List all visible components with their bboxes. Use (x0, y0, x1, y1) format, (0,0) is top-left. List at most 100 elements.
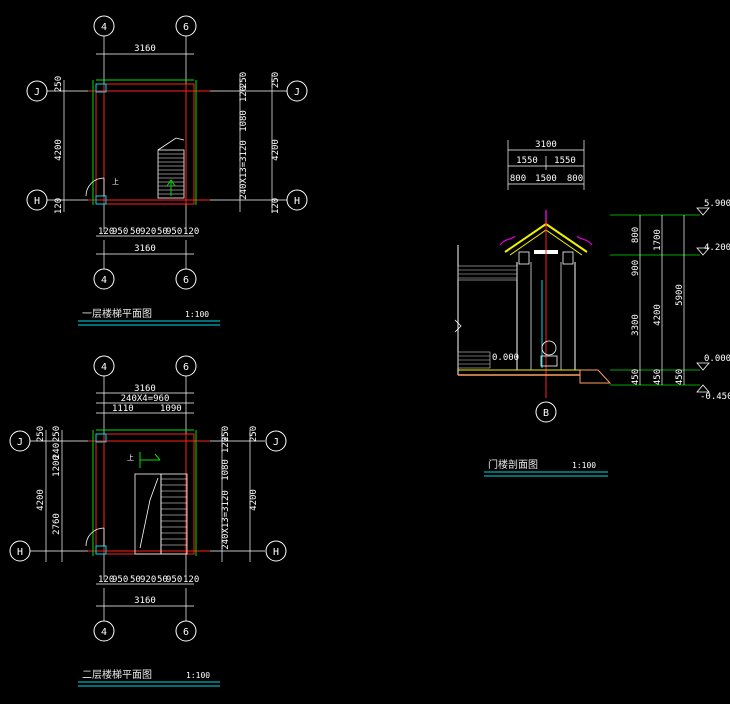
section-level-4200: 4.200 (696, 243, 730, 256)
section-top-seg2: 1500 (535, 174, 557, 184)
section-dim-c3-1: 450 (675, 369, 685, 385)
section: 3100 1550 1550 800 1500 800 (454, 140, 730, 477)
plan2-scale: 1:100 (186, 671, 210, 680)
axis-label: H (17, 547, 23, 558)
axis-label: 6 (183, 22, 189, 33)
plan1-right-top2: 250 (271, 72, 281, 88)
axis-label: 4 (101, 22, 107, 33)
plan2-bd7: 120 (183, 575, 199, 585)
axis-label: H (273, 547, 279, 558)
plan2-title: 二层楼梯平面图 (82, 668, 152, 681)
section-scale: 1:100 (572, 461, 596, 470)
section-title: 门楼剖面图 (488, 458, 538, 471)
plan2-right-top2: 250 (249, 426, 259, 442)
plan1-up-mark: 上 (112, 177, 119, 186)
plan1-title: 一层楼梯平面图 (82, 307, 152, 320)
axis-label: J (294, 87, 300, 98)
plan1-right-c: 240X13=3120 (239, 140, 249, 200)
plan2-right-c: 240X13=3120 (221, 490, 231, 550)
plan2-bd5: 50 (157, 575, 168, 585)
section-top-total: 3100 (535, 140, 557, 150)
plan2-bd6: 950 (166, 575, 182, 585)
axis-label: 4 (101, 627, 107, 638)
plan1-bd6: 950 (166, 227, 182, 237)
plan1-scale: 1:100 (185, 310, 209, 319)
svg-text:5.900: 5.900 (704, 199, 730, 209)
plan2-bd4: 920 (140, 575, 156, 585)
plan2-axis-right-H: H (265, 540, 287, 562)
plan1-axis-bottom-4: 4 (93, 240, 115, 290)
section-top-half-left: 1550 (516, 156, 538, 166)
plan2-bd3: 50 (130, 575, 141, 585)
axis-label: 4 (101, 275, 107, 286)
plan1-bd4: 920 (140, 227, 156, 237)
plan2-top-left: 1110 (112, 404, 134, 414)
section-top-seg3: 800 (567, 174, 583, 184)
svg-text:0.000: 0.000 (704, 354, 730, 364)
section-axis-B: B (543, 408, 549, 419)
plan1-bd5: 50 (157, 227, 168, 237)
plan2: 4 6 3160 240X4=960 1110 1090 J H J (9, 355, 287, 687)
section-dim-c2-2: 450 (653, 369, 663, 385)
plan2-left-total: 4200 (36, 489, 46, 511)
plan1: 4 6 3160 J H J H (26, 15, 308, 326)
plan2-top-split: 240X4=960 (121, 394, 170, 404)
plan2-top-right: 1090 (160, 404, 182, 414)
section-top-half-right: 1550 (554, 156, 576, 166)
plan1-bd3: 50 (130, 227, 141, 237)
plan1-right-a: 120 (239, 86, 249, 102)
section-dim-c2-1: 4200 (653, 304, 663, 326)
section-dim-c1-1: 900 (631, 260, 641, 276)
axis-label: J (34, 87, 40, 98)
plan2-bd2: 950 (112, 575, 128, 585)
plan1-left-total: 4200 (54, 139, 64, 161)
section-dim-c2-0: 1700 (653, 229, 663, 251)
plan1-right-b: 1080 (239, 110, 249, 132)
plan1-right-bottom: 120 (271, 198, 281, 214)
plan1-bd1: 120 (98, 227, 114, 237)
section-dim-c3-0: 5900 (675, 284, 685, 306)
axis-label: 6 (183, 362, 189, 373)
plan2-bd1: 120 (98, 575, 114, 585)
plan2-right-top: 250 (221, 426, 231, 442)
plan1-bottom-dim: 3160 (134, 244, 156, 254)
axis-label: 6 (183, 627, 189, 638)
axis-label: J (17, 437, 23, 448)
plan2-right-b: 1080 (221, 459, 231, 481)
plan1-right-top: 250 (239, 72, 249, 88)
plan1-stair (157, 137, 185, 199)
plan2-right-a: 120 (221, 437, 231, 453)
plan2-axis-right-J: J (265, 430, 287, 452)
axis-label: 4 (101, 362, 107, 373)
plan2-left-c: 240 (52, 443, 62, 459)
axis-label: H (294, 196, 300, 207)
plan2-axis-bottom-4: 4 (93, 588, 115, 642)
section-dim-c1-0: 800 (631, 227, 641, 243)
plan1-left-bottom: 120 (54, 198, 64, 214)
plan1-left-top: 250 (54, 76, 64, 92)
axis-label: J (273, 437, 279, 448)
plan2-top-dim: 3160 (134, 384, 156, 394)
plan2-left-b: 1200 (52, 455, 62, 477)
plan1-top-dim: 3160 (134, 44, 156, 54)
plan2-left-d: 2760 (52, 513, 62, 535)
axis-label: 6 (183, 275, 189, 286)
plan2-left-top: 250 (36, 426, 46, 442)
plan2-bottom-dim: 3160 (134, 596, 156, 606)
plan1-axis-right-H: H (250, 189, 308, 211)
section-top-seg1: 800 (510, 174, 526, 184)
plan2-up-mark: 上 (127, 453, 134, 462)
section-dim-c1-3: 450 (631, 369, 641, 385)
svg-text:-0.450: -0.450 (700, 392, 730, 402)
section-dim-c1-2: 3300 (631, 314, 641, 336)
section-level-neg0450: -0.450 (696, 384, 730, 402)
plan2-left-a: 250 (52, 426, 62, 442)
section-level-5900: 5.900 (696, 199, 730, 216)
plan1-axis-bottom-6: 6 (175, 240, 197, 290)
plan1-axis-right-J: J (250, 80, 308, 102)
plan2-axis-bottom-6: 6 (175, 588, 197, 642)
section-ground-level: 0.000 (492, 353, 519, 363)
axis-label: H (34, 196, 40, 207)
